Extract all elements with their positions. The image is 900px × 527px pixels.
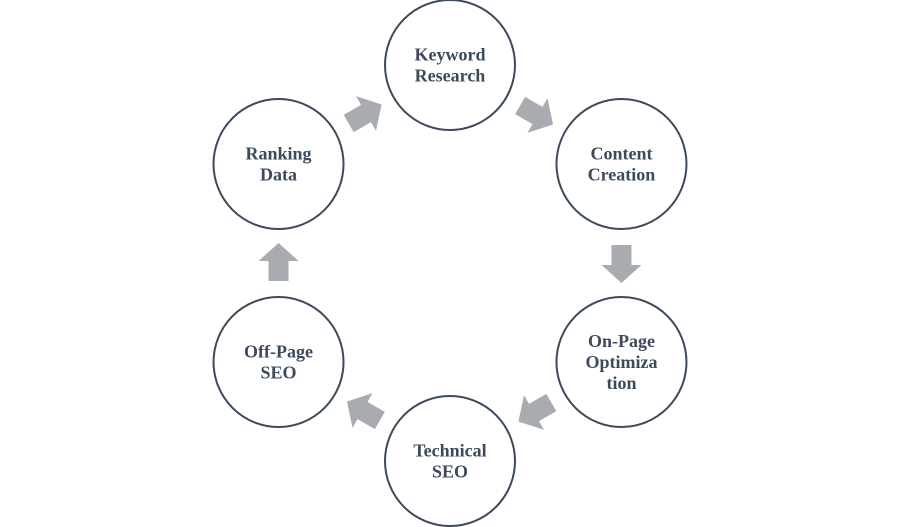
arrow-off-page-seo-to-ranking-data [258,243,299,281]
node-circle [555,296,688,428]
node-label-line: SEO [432,462,468,482]
node-circle [212,296,345,428]
node-label-line: Research [415,66,486,86]
node-label-line: Ranking [246,144,312,164]
node-label-line: Data [260,165,297,185]
nodes-layer: KeywordResearchContentCreationOn-PageOpt… [212,0,688,527]
node-label-line: Optimiza [585,352,657,372]
node-label-line: Keyword [415,45,486,65]
node-circle [212,98,345,230]
node-label-line: Content [590,144,652,164]
node-label-line: tion [606,373,636,393]
node-circle [555,98,688,230]
arrow-technical-seo-to-off-page-seo [346,393,385,430]
node-label-line: Creation [588,165,656,185]
arrow-keyword-research-to-content-creation [515,96,554,133]
node-label-line: Off-Page [244,342,313,362]
arrow-ranking-data-to-keyword-research [343,96,382,133]
arrow-on-page-optimization-to-technical-seo [518,393,557,430]
node-circle [384,0,516,131]
arrows-layer [258,96,642,430]
node-label-line: SEO [261,363,297,383]
arrow-content-creation-to-on-page-optimization [601,245,642,283]
node-label-line: On-Page [588,331,655,351]
node-label-line: Technical [413,441,486,461]
node-circle [384,395,516,527]
